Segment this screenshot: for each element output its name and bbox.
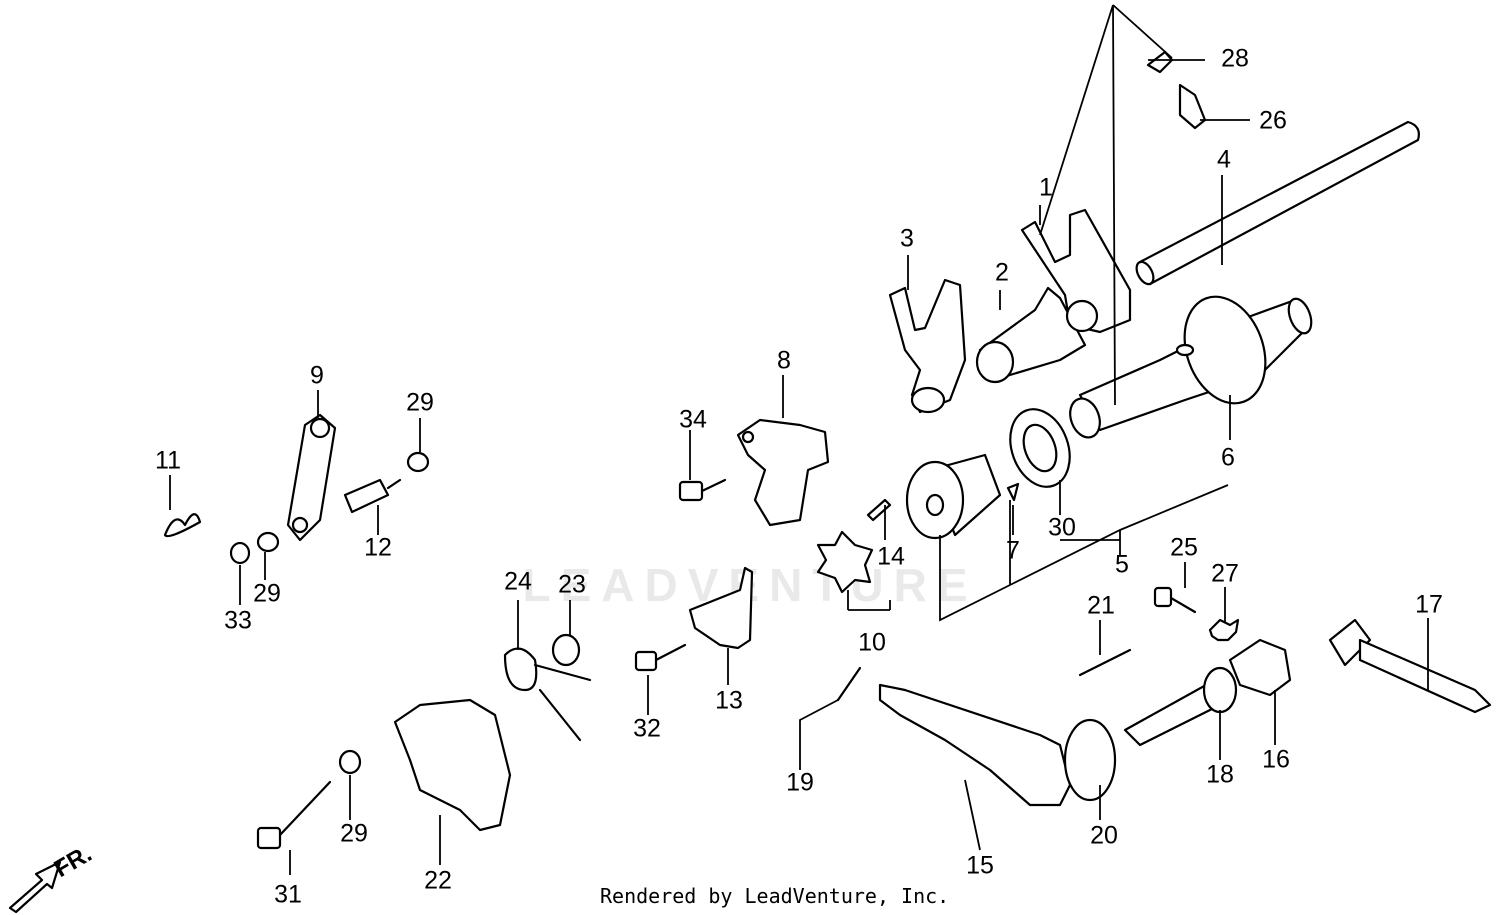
callout-33: 33 bbox=[224, 606, 252, 635]
part-30-bearing bbox=[1009, 408, 1071, 488]
callout-25: 25 bbox=[1170, 533, 1198, 562]
part-23-collar bbox=[551, 633, 581, 667]
callout-7: 7 bbox=[1006, 536, 1020, 565]
callout-28: 28 bbox=[1221, 44, 1249, 73]
part-11-spring bbox=[163, 513, 202, 538]
part-19-spring bbox=[836, 666, 862, 702]
callout-8: 8 bbox=[777, 346, 791, 375]
part-4-fork-shaft bbox=[1135, 120, 1420, 286]
callout-32: 32 bbox=[633, 714, 661, 743]
callout-11: 11 bbox=[155, 446, 181, 475]
callout-31: 31 bbox=[274, 880, 302, 909]
part-20-return-spring bbox=[1063, 718, 1117, 802]
part-17-spindle bbox=[1328, 618, 1492, 714]
callout-23: 23 bbox=[558, 570, 586, 599]
callout-29-b: 29 bbox=[253, 579, 281, 608]
part-15-gearshift-arm bbox=[878, 683, 1072, 807]
callout-1: 1 bbox=[1039, 173, 1053, 202]
part-31-bolt bbox=[256, 780, 332, 850]
callout-6: 6 bbox=[1221, 443, 1235, 472]
part-32-bolt bbox=[634, 643, 687, 672]
part-1-shift-fork bbox=[1020, 208, 1132, 334]
part-8-plate bbox=[736, 418, 830, 527]
part-26-bolt bbox=[1178, 83, 1207, 130]
callout-2: 2 bbox=[995, 258, 1009, 287]
callout-4: 4 bbox=[1217, 145, 1231, 174]
callout-24: 24 bbox=[504, 567, 532, 596]
callout-9: 9 bbox=[310, 361, 324, 390]
callout-17: 17 bbox=[1415, 590, 1443, 619]
part-33-nut bbox=[229, 541, 251, 565]
front-direction-arrow-icon bbox=[8, 860, 62, 914]
callout-15: 15 bbox=[966, 851, 994, 880]
callout-29-c: 29 bbox=[340, 819, 368, 848]
callout-20: 20 bbox=[1090, 821, 1118, 850]
part-6-shift-drum bbox=[1069, 295, 1313, 439]
part-22-plate bbox=[393, 698, 512, 832]
part-14-pin bbox=[866, 498, 892, 522]
callout-14: 14 bbox=[877, 542, 905, 571]
callout-13: 13 bbox=[715, 686, 743, 715]
part-3-shift-fork bbox=[888, 278, 967, 414]
callout-26: 26 bbox=[1259, 106, 1287, 135]
callout-16: 16 bbox=[1262, 745, 1290, 774]
part-24-spring bbox=[503, 647, 592, 742]
part-27-washer bbox=[1208, 618, 1240, 642]
part-10-star-plate bbox=[816, 530, 874, 594]
callout-3: 3 bbox=[900, 224, 914, 253]
part-5-drum-center bbox=[905, 453, 1002, 540]
part-29-washer-a bbox=[406, 451, 430, 473]
credit-text: Rendered by LeadVenture, Inc. bbox=[600, 884, 950, 908]
part-34-bolt bbox=[678, 478, 727, 502]
part-21-stud bbox=[1078, 648, 1132, 677]
callout-5: 5 bbox=[1115, 550, 1129, 579]
callout-30: 30 bbox=[1048, 513, 1076, 542]
part-29-washer-c bbox=[338, 749, 362, 775]
callout-21: 21 bbox=[1087, 591, 1115, 620]
part-9-shift-arm bbox=[286, 413, 337, 542]
part-13-stopper-plate bbox=[688, 566, 754, 650]
callout-19: 19 bbox=[786, 768, 814, 797]
callout-29-a: 29 bbox=[406, 388, 434, 417]
callout-18: 18 bbox=[1206, 760, 1234, 789]
part-7-pin bbox=[1006, 482, 1020, 502]
callout-12: 12 bbox=[364, 533, 392, 562]
part-2-shift-fork bbox=[975, 286, 1087, 384]
part-12-collar bbox=[343, 478, 402, 514]
part-16-plate bbox=[1228, 638, 1292, 697]
callout-10: 10 bbox=[858, 628, 886, 657]
leader-lines bbox=[169, 4, 1429, 875]
part-18-collar bbox=[1202, 666, 1238, 714]
callout-22: 22 bbox=[424, 866, 452, 895]
part-29-washer-b bbox=[256, 531, 280, 553]
part-25-bolt bbox=[1153, 586, 1197, 614]
callout-34: 34 bbox=[679, 405, 707, 434]
callout-27: 27 bbox=[1211, 559, 1239, 588]
